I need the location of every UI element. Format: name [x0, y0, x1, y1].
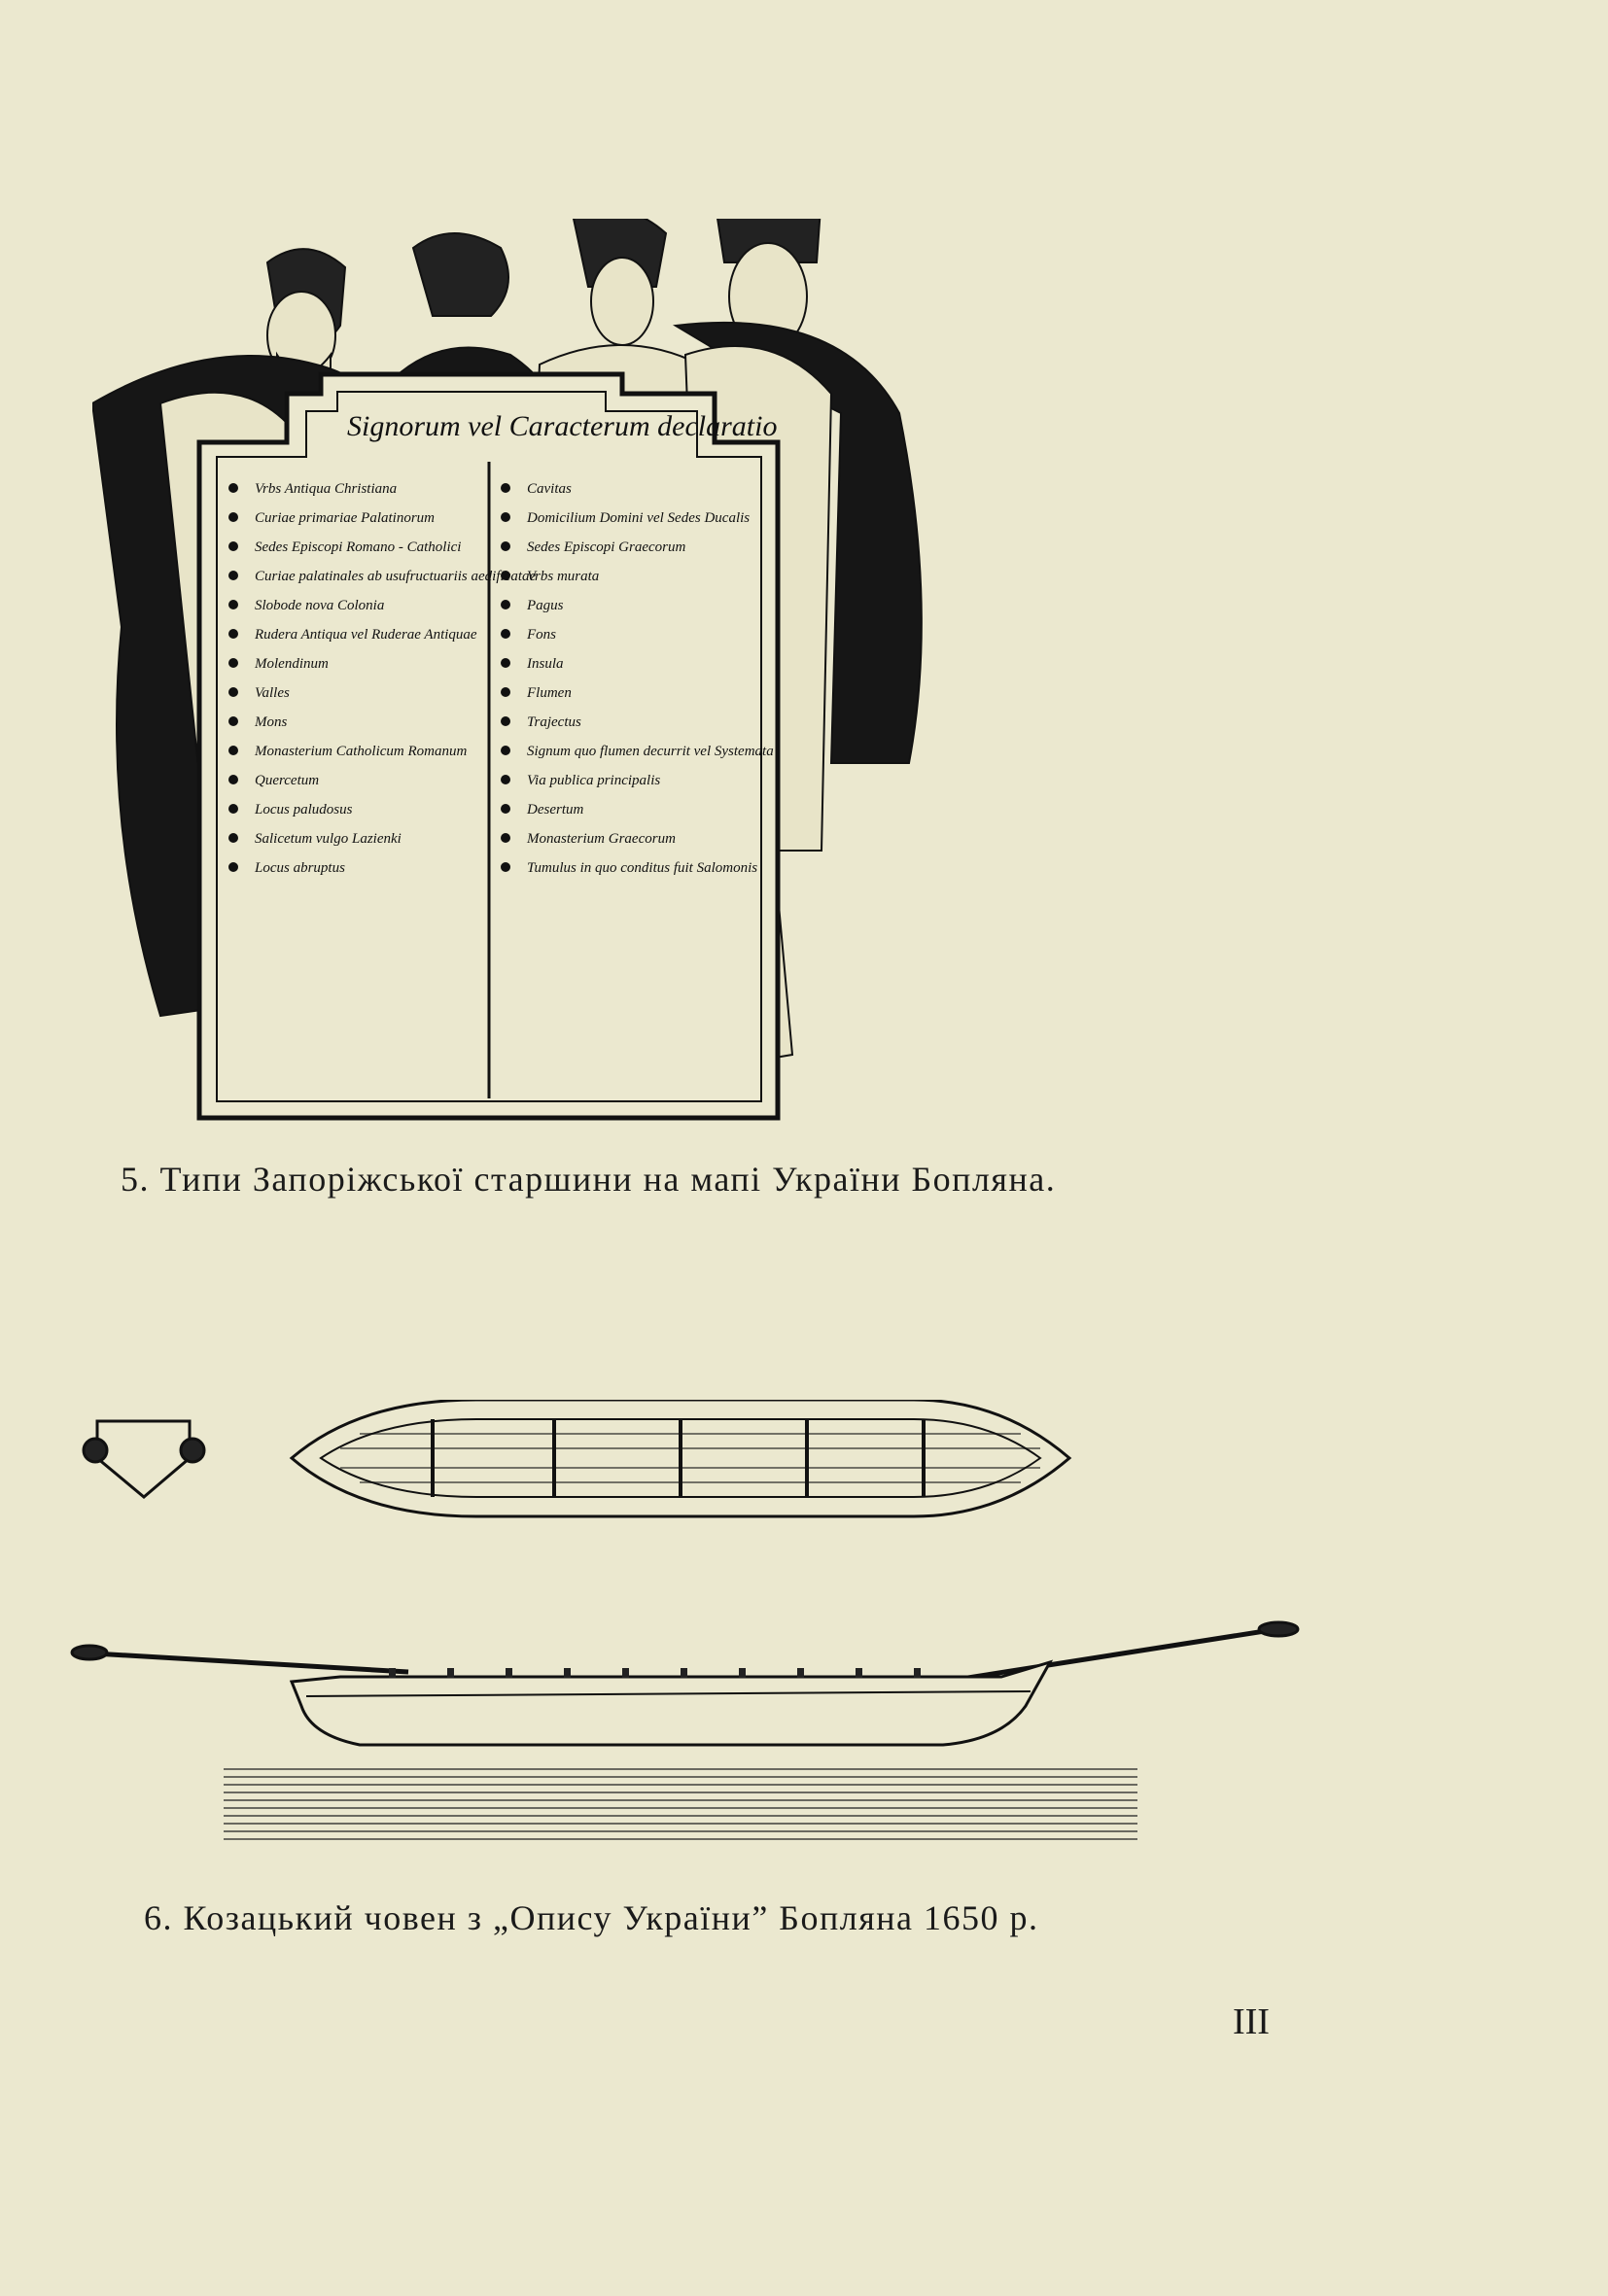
legend-entry: Pagus — [526, 598, 564, 613]
legend-symbol-icon — [501, 541, 510, 551]
legend-entry: Trajectus — [527, 714, 581, 730]
legend-symbol-icon — [501, 629, 510, 639]
cossack-officers-engraving: Signorum vel Caracterum declaratio Vrbs … — [92, 219, 923, 1121]
legend-symbol-icon — [501, 746, 510, 755]
legend-entry: Mons — [254, 714, 287, 730]
water-hatching — [224, 1768, 1137, 1840]
legend-entry: Flumen — [526, 685, 572, 701]
legend-symbol-icon — [228, 775, 238, 784]
legend-entry: Sedes Episcopi Graecorum — [527, 539, 685, 555]
legend-symbol-icon — [501, 804, 510, 814]
cartouche-title: Signorum vel Caracterum declaratio — [347, 410, 777, 442]
legend-entry: Molendinum — [254, 656, 329, 672]
legend-entry: Vrbs Antiqua Christiana — [255, 481, 397, 497]
legend-symbol-icon — [501, 512, 510, 522]
legend-symbol-icon — [501, 571, 510, 580]
legend-entry: Desertum — [526, 802, 583, 818]
legend-entry: Monasterium Catholicum Romanum — [254, 744, 467, 759]
legend-entry: Tumulus in quo conditus fuit Salomonis — [527, 860, 757, 876]
legend-entry: Via publica principalis — [527, 773, 660, 788]
legend-symbol-icon — [228, 716, 238, 726]
legend-symbol-icon — [228, 833, 238, 843]
legend-entry: Insula — [526, 656, 564, 672]
boat-top-view — [289, 1400, 1072, 1518]
legend-symbol-icon — [228, 658, 238, 668]
legend-symbol-icon — [228, 571, 238, 580]
boat-side-view — [70, 1620, 1300, 1747]
legend-symbol-icon — [501, 833, 510, 843]
legend-entry: Domicilium Domini vel Sedes Ducalis — [526, 510, 750, 526]
legend-symbol-icon — [228, 483, 238, 493]
legend-symbol-icon — [228, 512, 238, 522]
legend-symbol-icon — [501, 483, 510, 493]
legend-entry: Locus paludosus — [254, 802, 353, 818]
legend-symbol-icon — [501, 775, 510, 784]
legend-entry: Cavitas — [527, 481, 572, 497]
legend-entry: Slobode nova Colonia — [255, 598, 384, 613]
page-number: III — [1233, 2001, 1270, 2042]
legend-entry: Signum quo flumen decurrit vel Systemata — [527, 744, 774, 759]
legend-entry: Curiae palatinales ab usufructuariis aed… — [255, 569, 536, 584]
legend-entry: Quercetum — [255, 773, 319, 788]
legend-symbol-icon — [228, 746, 238, 755]
legend-symbol-icon — [228, 687, 238, 697]
legend-entry: Fons — [526, 627, 556, 643]
legend-entry: Sedes Episcopi Romano - Catholici — [255, 539, 461, 555]
legend-entry: Valles — [255, 685, 290, 701]
cossack-boat-engraving — [70, 1400, 1300, 1840]
legend-symbol-icon — [228, 600, 238, 609]
legend-entry: Locus abruptus — [254, 860, 345, 876]
legend-symbol-icon — [228, 804, 238, 814]
legend-symbol-icon — [501, 716, 510, 726]
figure-5-caption: 5. Типи Запоріжської старшини на мапі Ук… — [121, 1160, 1057, 1199]
legend-entry: Curiae primariae Palatinorum — [255, 510, 435, 526]
legend-symbol-icon — [228, 629, 238, 639]
legend-symbol-icon — [501, 862, 510, 872]
legend-entry: Monasterium Graecorum — [526, 831, 676, 847]
legend-entry: Vrbs murata — [527, 569, 599, 584]
legend-symbol-icon — [228, 541, 238, 551]
figure-6-caption: 6. Козацький човен з „Опису України” Боп… — [144, 1898, 1039, 1937]
boat-cross-section — [82, 1419, 206, 1499]
legend-symbol-icon — [501, 658, 510, 668]
legend-symbol-icon — [501, 687, 510, 697]
legend-entry: Salicetum vulgo Lazienki — [255, 831, 402, 847]
legend-symbol-icon — [228, 862, 238, 872]
legend-symbol-icon — [501, 600, 510, 609]
legend-entry: Rudera Antiqua vel Ruderae Antiquae — [254, 627, 477, 643]
